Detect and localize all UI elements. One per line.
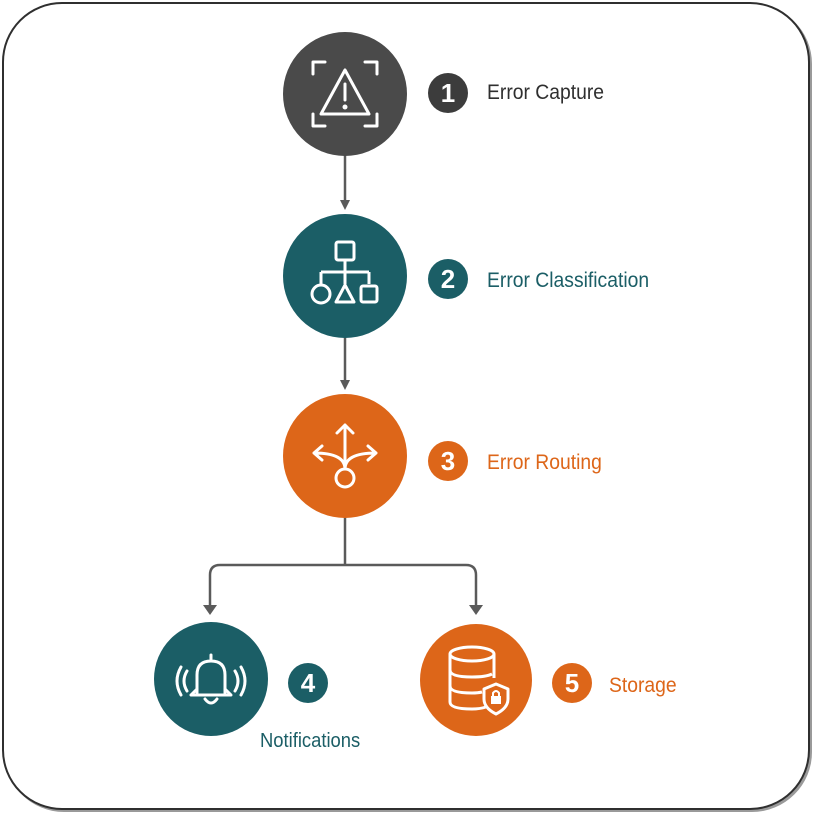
step-1-label: Error Capture	[487, 81, 605, 104]
step-4-label: Notifications	[260, 730, 361, 752]
step-2-label: Error Classification	[487, 269, 650, 292]
storage-node	[420, 624, 532, 736]
step-1-badge: 1	[428, 73, 468, 113]
branch-connector	[208, 516, 478, 607]
step-3-badge: 3	[428, 441, 468, 481]
step-5-badge: 5	[552, 663, 592, 703]
secure-database-icon	[448, 645, 510, 716]
arrow-to-notifications	[203, 605, 217, 615]
step-4-badge: 4	[288, 663, 328, 703]
hierarchy-shapes-icon	[310, 240, 379, 305]
step-3-label: Error Routing	[487, 451, 602, 474]
arrow-to-storage	[469, 605, 483, 615]
ringing-bell-icon	[175, 653, 247, 705]
error-capture-node	[283, 32, 407, 156]
warning-triangle-icon	[311, 60, 379, 128]
notifications-node	[154, 622, 268, 736]
split-arrows-icon	[312, 423, 378, 489]
step-5-label: Storage	[609, 674, 677, 697]
error-classification-node	[283, 214, 407, 338]
step-2-badge: 2	[428, 259, 468, 299]
error-routing-node	[283, 394, 407, 518]
